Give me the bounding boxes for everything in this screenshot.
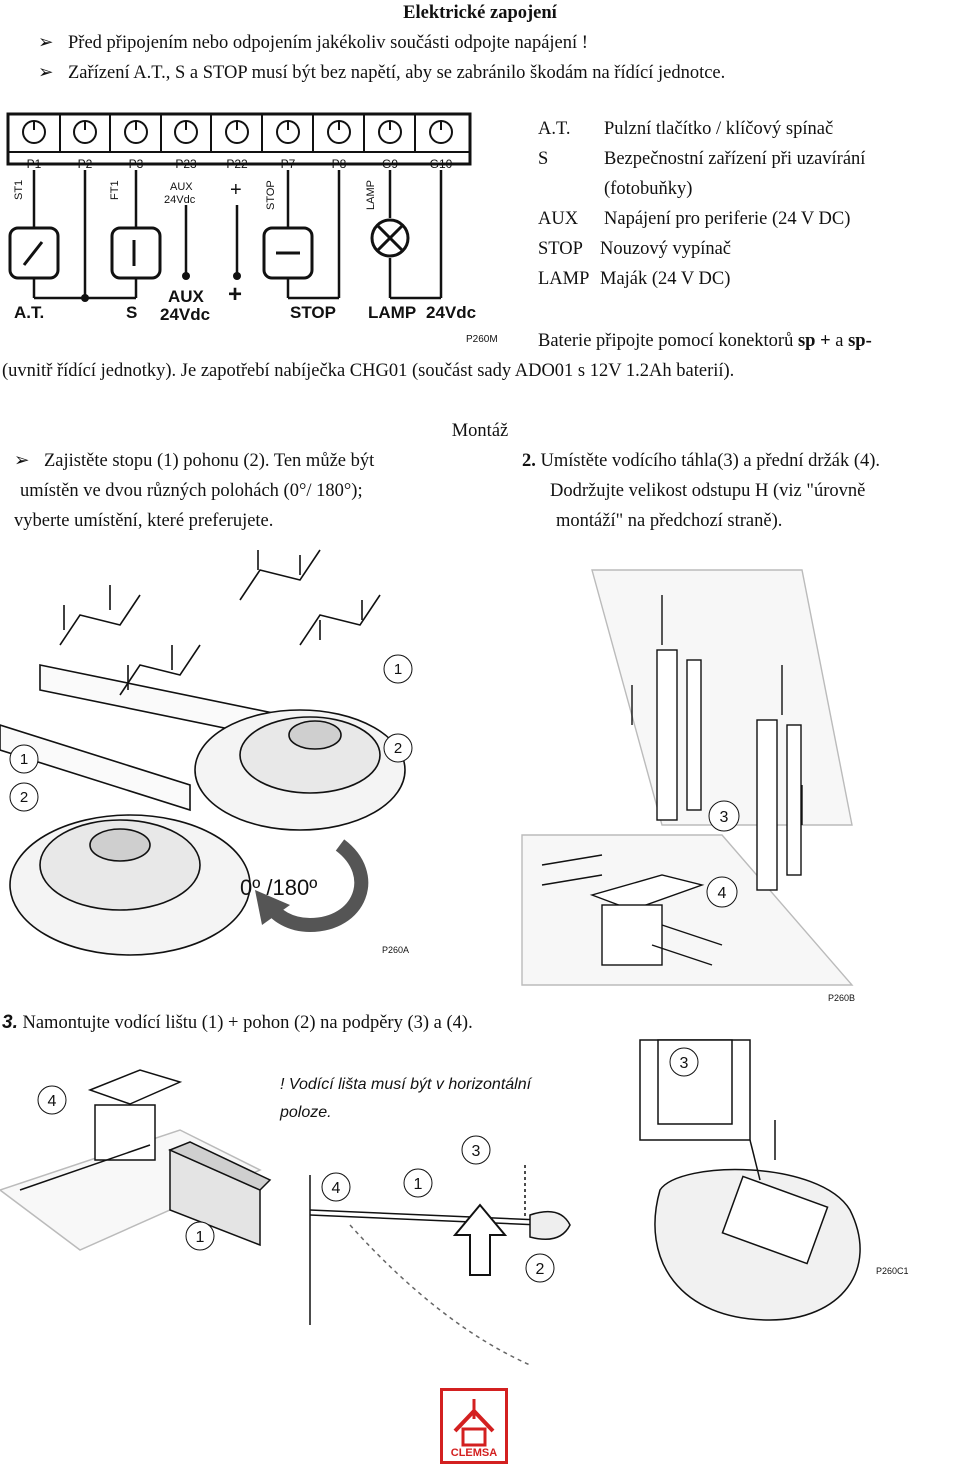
callout: 2 — [536, 1261, 545, 1278]
label-lamp-24vdc: 24Vdc — [426, 303, 476, 322]
label-aux-24vdc: 24Vdc — [160, 305, 210, 324]
step-3-line: 3. Namontujte vodící lištu (1) + pohon (… — [2, 1012, 473, 1035]
legend-key: AUX — [538, 209, 579, 229]
callout: 4 — [48, 1093, 57, 1110]
note-line-1: ! Vodící lišta musí být v horizontální — [280, 1076, 532, 1093]
small-label: ST1 — [13, 180, 25, 200]
step-number: 3. — [2, 1012, 18, 1033]
legend-value: Maják (24 V DC) — [600, 269, 731, 289]
callout: 1 — [20, 751, 28, 768]
legend-key: STOP — [538, 239, 583, 259]
label-s: S — [126, 303, 137, 322]
montaz-right-line-2: Dodržujte velikost odstupu H (viz "úrovn… — [550, 481, 866, 501]
callout: 3 — [720, 809, 729, 826]
label-at: A.T. — [14, 303, 44, 322]
bullet-arrow-icon: ➢ — [14, 451, 30, 471]
callout: 1 — [414, 1176, 423, 1193]
terminal-label: P22 — [226, 157, 248, 171]
label-aux: AUX — [168, 287, 205, 306]
small-label: STOP — [265, 180, 277, 210]
terminal-label: P23 — [175, 157, 197, 171]
terminal-label: P1 — [27, 157, 42, 171]
callout: 1 — [196, 1229, 205, 1246]
step-3-text: Namontujte vodící lištu (1) + pohon (2) … — [22, 1013, 473, 1033]
bullet-arrow-icon: ➢ — [38, 63, 54, 83]
battery-sp-minus: sp- — [848, 331, 872, 351]
legend-value: Nouzový vypínač — [600, 239, 732, 259]
terminal-label: P8 — [332, 157, 347, 171]
note-line-2: poloze. — [280, 1104, 332, 1121]
label-stop: STOP — [290, 303, 336, 322]
callout: 3 — [680, 1055, 689, 1072]
figure-code: P260B — [828, 993, 855, 1003]
house-icon — [453, 1399, 495, 1447]
legend-key: S — [538, 149, 549, 169]
terminal-label: P3 — [129, 157, 144, 171]
small-label: LAMP — [365, 180, 377, 210]
step-number: 2. — [522, 451, 536, 471]
callout: 4 — [718, 885, 727, 902]
montaz-right-line-1: 2. Umístěte vodícího táhla(3) a přední d… — [522, 450, 880, 472]
legend-key: A.T. — [538, 119, 571, 139]
legend-value: Bezpečnostní zařízení při uzavírání — [604, 149, 866, 169]
battery-text: a — [830, 331, 849, 351]
legend-value: Pulzní tlačítko / klíčový spínač — [604, 119, 834, 139]
rotation-label: 0º /180º — [240, 875, 317, 900]
small-label: + — [230, 179, 242, 201]
terminal-label: P7 — [281, 157, 296, 171]
figure-rail-side-view: 3 4 1 2 — [309, 1135, 571, 1366]
terminal-block — [22, 120, 453, 144]
figure-ceiling-brackets: 3 4 P260B — [521, 569, 855, 1003]
legend-value: (fotobuňky) — [604, 179, 693, 199]
small-label: AUX — [170, 181, 193, 193]
callout: 2 — [394, 740, 402, 757]
small-label: 24Vdc — [164, 194, 196, 206]
wiring-diagram: P1 P2 P3 P23 P22 P7 P8 G9 G10 — [6, 112, 498, 345]
bullet-text-2: Zařízení A.T., S a STOP musí být bez nap… — [68, 63, 726, 83]
bullet-text-1: Před připojením nebo odpojením jakékoliv… — [68, 33, 588, 53]
bullet-item-2: ➢ Zařízení A.T., S a STOP musí být bez na… — [38, 62, 725, 84]
montaz-right-line-3: montáží" na předchozí straně). — [556, 511, 783, 531]
clemsa-logo: CLEMSA — [440, 1388, 508, 1464]
terminal-label: G9 — [382, 157, 398, 171]
label-lamp: LAMP — [368, 303, 416, 322]
figure-code: P260A — [382, 945, 409, 955]
montaz-text: Umístěte vodícího táhla(3) a přední držá… — [540, 451, 881, 471]
small-label: FT1 — [109, 180, 121, 200]
label-plus: + — [228, 281, 242, 308]
section-title-montaz: Montáž — [451, 421, 509, 441]
legend-value: Napájení pro periferie (24 V DC) — [604, 209, 851, 229]
montaz-left-line-2: umístěn ve dvou různých polohách (0°/ 18… — [20, 481, 363, 501]
montaz-text: Zajistěte stopu (1) pohonu (2). Ten může… — [44, 451, 375, 471]
terminal-label: P2 — [78, 157, 93, 171]
callout: 2 — [20, 789, 28, 806]
montaz-left-line-1: ➢ Zajistěte stopu (1) pohonu (2). Ten můž… — [14, 450, 374, 472]
montaz-left-line-3: vyberte umístění, které preferujete. — [14, 511, 274, 531]
figure-motor-orientation: 1 2 1 2 0º /180º P260A — [0, 549, 413, 956]
battery-text: Baterie připojte pomocí konektorů — [538, 331, 798, 351]
legend-key: LAMP — [538, 269, 590, 289]
figure-rail-bracket: 4 1 — [0, 1069, 272, 1251]
logo-text: CLEMSA — [450, 1447, 498, 1459]
battery-line-1: Baterie připojte pomocí konektorů sp + a… — [538, 330, 872, 352]
bullet-item-1: ➢ Před připojením nebo odpojením jakékoli… — [38, 32, 588, 54]
figure-code: P260M — [466, 334, 498, 345]
page-title: Elektrické zapojení — [403, 3, 557, 23]
bullet-arrow-icon: ➢ — [38, 33, 54, 53]
terminal-label: G10 — [430, 157, 453, 171]
callout: 4 — [332, 1180, 341, 1197]
callout: 1 — [394, 661, 402, 678]
callout: 3 — [472, 1143, 481, 1160]
figure-motor-mounted: 3 P260C1 — [639, 1039, 909, 1321]
battery-line-2: (uvnitř řídící jednotky). Je zapotřebí n… — [2, 361, 735, 381]
battery-sp-plus: sp + — [797, 331, 831, 351]
figure-code: P260C1 — [876, 1266, 909, 1276]
